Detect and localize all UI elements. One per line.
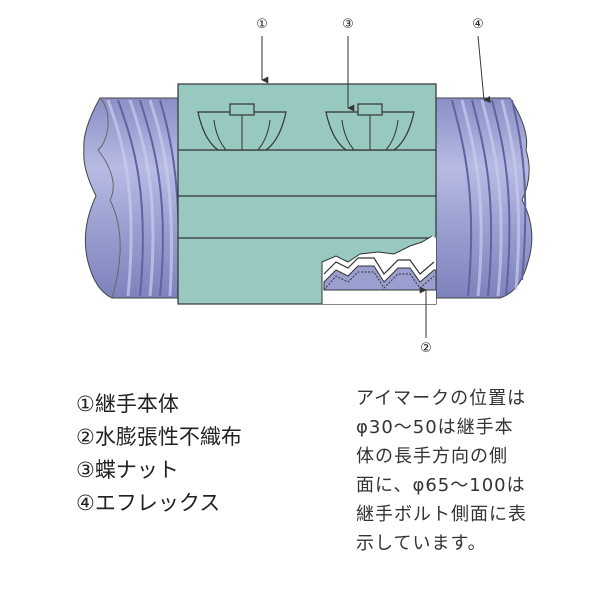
note-line: 継手ボルト側面に表: [356, 504, 527, 525]
legend-item-wing-nut: ③蝶ナット: [76, 458, 179, 482]
note-line: 体の長手方向の側: [356, 446, 508, 467]
note-line: 示しています。: [356, 533, 487, 554]
callout-1-label: ①: [256, 17, 268, 32]
left-corrugated-pipe: [83, 97, 180, 299]
wing-nut-right: [325, 103, 415, 151]
coupling-diagram: ① ③ ④ ②: [83, 17, 533, 356]
eye-mark-note: アイマークの位置は φ30〜50は継手本 体の長手方向の側 面に、φ65〜100…: [356, 384, 576, 558]
callout-4-arrow: [477, 35, 491, 103]
legend-item-eflex: ④エフレックス: [76, 491, 221, 515]
callout-3-label: ③: [342, 17, 354, 32]
legend-item-coupling-body: ①継手本体: [76, 392, 179, 416]
wing-nut-left: [197, 103, 287, 151]
right-corrugated-pipe: [435, 97, 533, 299]
cutaway-section: [321, 235, 437, 304]
callout-4-label: ④: [472, 17, 484, 32]
parts-legend: ①継手本体 ②水膨張性不織布 ③蝶ナット ④エフレックス: [76, 388, 242, 520]
note-line: アイマークの位置は: [356, 388, 527, 409]
note-line: φ30〜50は継手本: [356, 417, 514, 438]
legend-item-water-swellable-fabric: ②水膨張性不織布: [76, 425, 242, 449]
note-line: 面に、φ65〜100は: [356, 475, 526, 496]
callout-2-label: ②: [420, 341, 432, 356]
